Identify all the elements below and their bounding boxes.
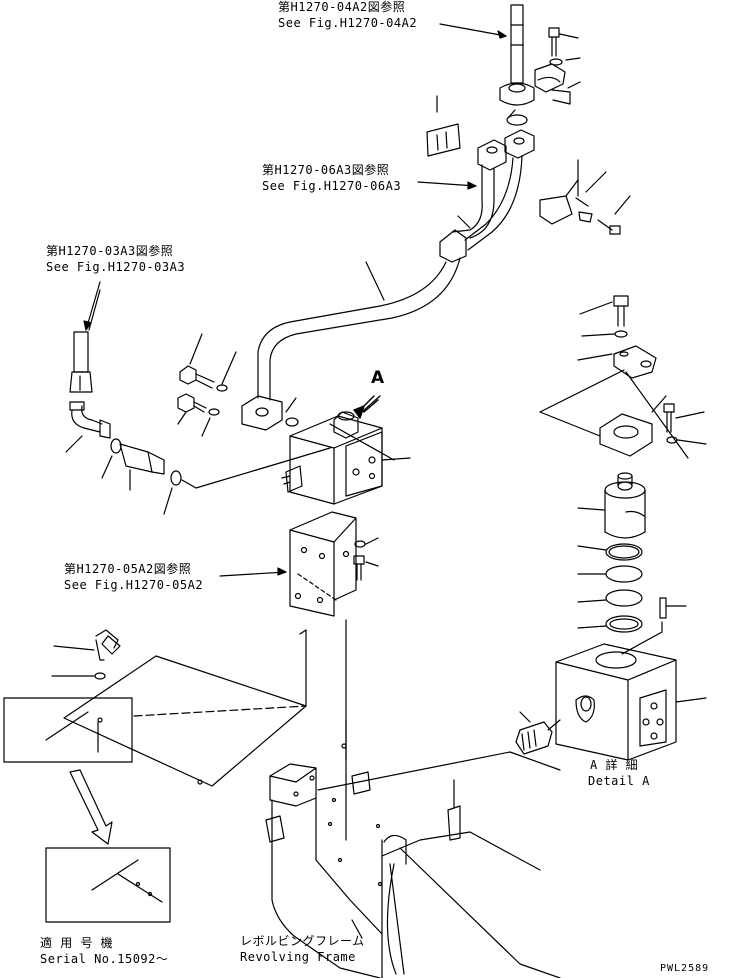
revolving-frame bbox=[265, 743, 561, 978]
ref-h1270-04a2-en: See Fig.H1270-04A2 bbox=[278, 16, 418, 30]
ref-h1270-03a3-en: See Fig.H1270-03A3 bbox=[46, 260, 186, 274]
detail-arrow bbox=[69, 769, 113, 845]
reference-leaders bbox=[83, 23, 507, 577]
view-arrow bbox=[353, 395, 381, 419]
drawing-code: PWL2589 bbox=[660, 963, 710, 974]
ref-h1270-06a3-jp: 第H1270-06A3図参照 bbox=[262, 163, 390, 177]
bolts-and-washers bbox=[177, 333, 237, 437]
ref-h1270-05a2-en: See Fig.H1270-05A2 bbox=[64, 578, 204, 592]
frame-label-jp: レボルビングフレーム bbox=[240, 934, 365, 948]
view-marker-a: A bbox=[371, 368, 385, 388]
detail-a-jp: A 詳 細 bbox=[590, 758, 639, 772]
detail-a-parts bbox=[515, 295, 707, 761]
serial-label-jp: 適 用 号 機 bbox=[40, 936, 114, 950]
cover-plate bbox=[51, 629, 307, 787]
serial-label-en: Serial No.15092～ bbox=[40, 952, 169, 966]
mounting-bracket bbox=[289, 511, 379, 841]
detail-a-en: Detail A bbox=[588, 774, 650, 788]
frame-label-en: Revolving Frame bbox=[240, 950, 356, 964]
upper-hose-assembly bbox=[426, 4, 631, 251]
serial-inset bbox=[45, 847, 171, 923]
ref-h1270-05a2-jp: 第H1270-05A2図参照 bbox=[64, 562, 192, 576]
hydraulic-pipe bbox=[257, 229, 467, 401]
inset-box bbox=[3, 697, 133, 763]
valve-block bbox=[281, 411, 411, 505]
ref-h1270-06a3-en: See Fig.H1270-06A3 bbox=[262, 179, 402, 193]
left-fittings bbox=[65, 289, 331, 515]
ref-h1270-03a3-jp: 第H1270-03A3図参照 bbox=[46, 244, 174, 258]
pipe-flange bbox=[241, 395, 299, 431]
ref-h1270-04a2-jp: 第H1270-04A2図参照 bbox=[278, 0, 406, 14]
